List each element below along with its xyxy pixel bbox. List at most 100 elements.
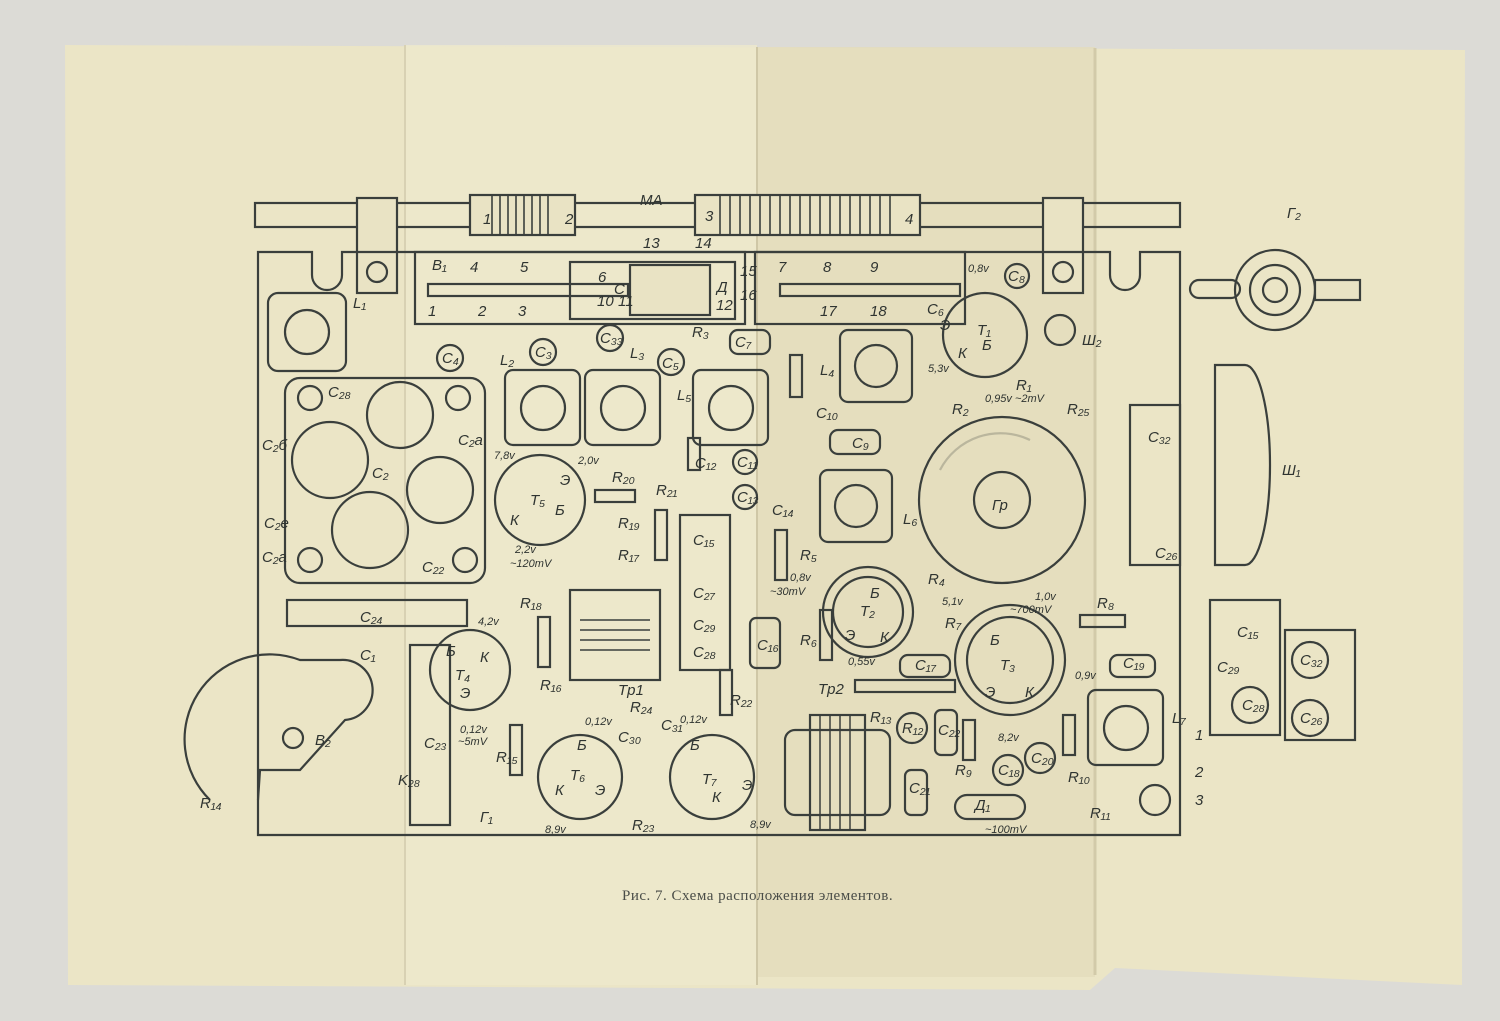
component-label: R₁₆ — [540, 677, 562, 694]
component-label: Б — [555, 502, 565, 519]
volume-control-b2 — [183, 653, 374, 801]
component-label: Э — [940, 317, 950, 334]
component-label: C₉ — [852, 435, 869, 452]
component-label: 4 — [470, 259, 478, 276]
component-label: 1 — [1195, 727, 1203, 744]
passive-components — [285, 262, 1182, 827]
component-label: Э — [460, 685, 470, 702]
component-label: C₃₂ — [1300, 652, 1323, 669]
component-label: R₅ — [800, 547, 817, 564]
component-label: C₃₃ — [600, 330, 623, 347]
component-label: C₂₁ — [909, 780, 931, 797]
component-label: C₂₈ — [1242, 697, 1265, 714]
coils — [266, 291, 1165, 767]
component-label: C₂₉ — [693, 617, 716, 634]
component-label: C₈ — [1008, 268, 1025, 285]
component-label: Б — [577, 737, 587, 754]
component-label: C₂ — [372, 465, 389, 482]
component-label: К — [1025, 684, 1035, 701]
component-label: C₂е — [264, 515, 289, 532]
component-label: C₂₉ — [1217, 659, 1240, 676]
voltage-label: 0,8v — [790, 572, 812, 584]
component-label: 6 — [598, 269, 607, 286]
component-label: 9 — [870, 259, 879, 276]
component-label: 2 — [477, 303, 487, 320]
component-label: R₂₁ — [656, 482, 678, 499]
voltage-label: 8,2v — [998, 732, 1020, 744]
magnetic-antenna — [253, 193, 1182, 295]
component-label: Б — [990, 632, 1000, 649]
component-label: R₉ — [955, 762, 972, 779]
component-label: Д — [715, 279, 728, 296]
component-label: 4 — [905, 211, 913, 228]
voltage-label: 0,8v — [968, 263, 990, 275]
component-label: C₁₁ — [737, 454, 758, 471]
component-label: 1 — [428, 303, 436, 320]
component-label: C₃ — [535, 344, 552, 361]
component-label: Ш₁ — [1282, 462, 1301, 479]
component-label: R₁₀ — [1068, 769, 1090, 786]
component-label: R₂₅ — [1067, 401, 1090, 418]
component-label: R₁₉ — [618, 515, 640, 532]
component-label: R₂₄ — [630, 699, 653, 716]
component-label: 1 — [483, 211, 491, 228]
voltage-label: 2,0v — [577, 455, 600, 467]
component-label: L₃ — [630, 345, 644, 362]
component-label: 5 — [520, 259, 529, 276]
component-label: C₁₅ — [693, 532, 715, 549]
jack-g2 — [1188, 248, 1362, 332]
component-label: Э — [560, 472, 570, 489]
component-label: Э — [595, 782, 605, 799]
component-label: 8 — [823, 259, 832, 276]
component-label: 14 — [695, 235, 712, 252]
component-label: C₃₂ — [1148, 429, 1171, 446]
component-label: Б — [870, 585, 880, 602]
component-label: К — [958, 345, 968, 362]
component-label: C₁₅ — [1237, 624, 1259, 641]
component-label: R₁₈ — [520, 595, 542, 612]
component-label: T₆ — [570, 767, 585, 784]
component-label: L₁ — [353, 295, 366, 312]
speaker-gr — [917, 415, 1087, 585]
transformer-tp1 — [568, 588, 662, 682]
component-label: Tp1 — [618, 682, 644, 699]
component-label: К — [712, 789, 722, 806]
figure-caption: Рис. 7. Схема расположения элементов. — [622, 888, 893, 904]
component-label: R₁₂ — [902, 720, 924, 737]
component-label: R₁₄ — [200, 795, 222, 812]
component-label: T₄ — [455, 667, 470, 684]
connector-sh1 — [1213, 363, 1272, 567]
component-label: T₁ — [977, 322, 991, 339]
voltage-label: 1,0v — [1035, 591, 1057, 603]
component-label: 3 — [1195, 792, 1204, 809]
component-label: L₅ — [677, 387, 691, 404]
component-label: R₂ — [952, 401, 969, 418]
component-label: C₃₁ — [661, 717, 683, 734]
component-label: C₂₂ — [938, 722, 961, 739]
component-label: Б — [446, 643, 456, 660]
component-label: 17 — [820, 303, 837, 320]
transformer-tp2 — [783, 728, 892, 817]
component-label: Э — [845, 627, 855, 644]
component-label: R₁₁ — [1090, 805, 1111, 822]
voltage-label: ~30mV — [770, 586, 807, 598]
voltage-label: 5,1v — [942, 596, 964, 608]
component-label: 10 — [597, 293, 614, 310]
component-label: К — [480, 649, 490, 666]
voltage-label: ~120mV — [510, 558, 553, 570]
component-label: R₂₂ — [730, 692, 753, 709]
pcb-outline — [256, 250, 1182, 837]
voltage-label: 0,12v — [585, 716, 613, 728]
component-label: C₂₈ — [328, 384, 351, 401]
battery-holder-right — [1283, 628, 1357, 742]
component-label: R₇ — [945, 615, 962, 632]
component-label: К — [880, 629, 890, 646]
component-label: C₂₆ — [1300, 710, 1323, 727]
component-label: C₂₇ — [693, 585, 716, 602]
voltage-label: ~5mV — [458, 736, 489, 748]
component-label: C₆ — [927, 301, 944, 318]
component-label: R₄ — [928, 571, 945, 588]
component-label: C₁₄ — [772, 502, 794, 519]
